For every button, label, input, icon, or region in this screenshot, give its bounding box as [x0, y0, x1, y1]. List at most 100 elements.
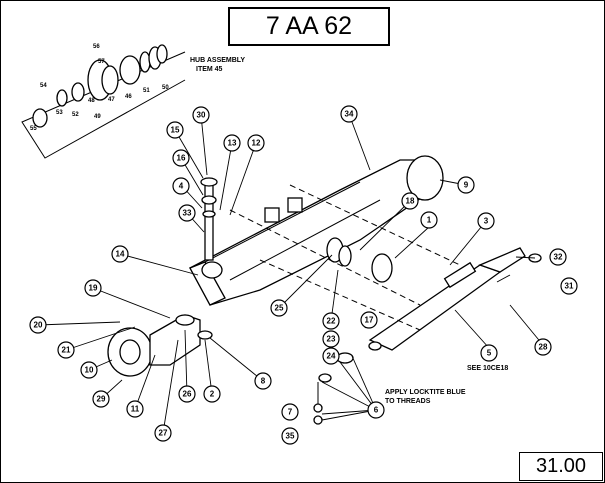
callout-21: 21 [57, 341, 75, 359]
callout-23: 23 [322, 330, 340, 348]
callout-12: 12 [247, 134, 265, 152]
callout-26: 26 [178, 385, 196, 403]
hub-callout-labels: 56 57 54 48 47 46 51 50 53 52 49 55 [30, 44, 169, 132]
svg-text:34: 34 [345, 110, 354, 119]
callout-31: 31 [560, 277, 578, 295]
callout-30: 30 [192, 106, 210, 124]
callout-5: 5 [480, 344, 498, 362]
kingpin-assembly [200, 177, 218, 261]
svg-text:35: 35 [286, 432, 295, 441]
hub-callout-50: 50 [162, 85, 169, 91]
svg-text:6: 6 [374, 406, 379, 415]
callout-2: 2 [203, 385, 221, 403]
svg-text:5: 5 [487, 349, 492, 358]
hub-callout-46: 46 [125, 94, 132, 100]
callout-25: 25 [270, 299, 288, 317]
callout-28: 28 [534, 338, 552, 356]
callout-22: 22 [322, 312, 340, 330]
callout-29: 29 [92, 390, 110, 408]
steering-cylinder [313, 247, 542, 425]
centre-lines [229, 184, 461, 331]
callout-27: 27 [154, 424, 172, 442]
hub-callout-51: 51 [143, 88, 150, 94]
hub-callout-54: 54 [40, 83, 47, 89]
callout-8: 8 [254, 372, 272, 390]
svg-text:32: 32 [554, 253, 563, 262]
callout-33: 33 [178, 204, 196, 222]
svg-text:30: 30 [197, 111, 206, 120]
svg-text:20: 20 [34, 321, 43, 330]
svg-text:16: 16 [177, 154, 186, 163]
svg-text:25: 25 [275, 304, 284, 313]
callout-10: 10 [80, 361, 98, 379]
svg-text:2: 2 [210, 390, 215, 399]
callout-6: 6 [367, 401, 385, 419]
svg-text:9: 9 [464, 181, 469, 190]
svg-text:4: 4 [179, 182, 184, 191]
callout-35: 35 [281, 427, 299, 445]
callout-20: 20 [29, 316, 47, 334]
callout-bubbles: 1 2 3 4 5 6 7 8 9 10 11 12 13 14 15 16 1… [29, 105, 578, 445]
callout-32: 32 [549, 248, 567, 266]
svg-text:17: 17 [365, 316, 374, 325]
callout-11: 11 [126, 400, 144, 418]
callout-15: 15 [166, 121, 184, 139]
svg-text:11: 11 [131, 405, 140, 414]
svg-text:18: 18 [406, 197, 415, 206]
callout-16: 16 [172, 149, 190, 167]
callout-17: 17 [360, 311, 378, 329]
callout-24: 24 [322, 347, 340, 365]
hub-callout-49: 49 [94, 114, 101, 120]
svg-text:29: 29 [97, 395, 106, 404]
svg-text:7: 7 [288, 408, 293, 417]
callout-13: 13 [223, 134, 241, 152]
hub-callout-48: 48 [88, 98, 95, 104]
callout-34: 34 [340, 105, 358, 123]
callout-7: 7 [281, 403, 299, 421]
svg-text:10: 10 [85, 366, 94, 375]
callout-14: 14 [111, 245, 129, 263]
svg-text:24: 24 [327, 352, 336, 361]
callout-1: 1 [420, 211, 438, 229]
steering-knuckle [107, 314, 213, 377]
svg-text:28: 28 [539, 343, 548, 352]
svg-text:33: 33 [183, 209, 192, 218]
svg-text:22: 22 [327, 317, 336, 326]
hub-callout-57: 57 [98, 59, 105, 65]
svg-text:13: 13 [228, 139, 237, 148]
callout-18: 18 [401, 192, 419, 210]
see-reference-note: SEE 10CE18 [467, 365, 508, 372]
svg-text:8: 8 [261, 377, 266, 386]
locktite-note-line1: APPLY LOCKTITE BLUE [385, 389, 466, 396]
page-number: 31.00 [519, 452, 603, 481]
callout-3: 3 [477, 212, 495, 230]
svg-text:19: 19 [89, 284, 98, 293]
hub-callout-53: 53 [56, 110, 63, 116]
hub-assembly-label-2: ITEM 45 [196, 66, 223, 73]
hub-callout-52: 52 [72, 112, 79, 118]
hub-assembly-label-1: HUB ASSEMBLY [190, 57, 245, 64]
svg-text:21: 21 [62, 346, 71, 355]
svg-text:27: 27 [159, 429, 168, 438]
svg-text:3: 3 [484, 217, 489, 226]
callout-19: 19 [84, 279, 102, 297]
hub-callout-56: 56 [93, 44, 100, 50]
hub-callout-47: 47 [108, 97, 115, 103]
leader-lines [37, 113, 544, 434]
bushings [326, 237, 393, 283]
callout-9: 9 [457, 176, 475, 194]
drawing-title: 7 AA 62 [228, 7, 390, 46]
svg-text:23: 23 [327, 335, 336, 344]
svg-text:14: 14 [116, 250, 125, 259]
locktite-note-line2: TO THREADS [385, 398, 431, 405]
callout-4: 4 [172, 177, 190, 195]
svg-text:26: 26 [183, 390, 192, 399]
hub-callout-55: 55 [30, 126, 37, 132]
svg-text:31: 31 [565, 282, 574, 291]
svg-text:1: 1 [427, 216, 432, 225]
hub-assembly-inset: HUB ASSEMBLY ITEM 45 [21, 44, 245, 159]
axle-beam [189, 155, 444, 306]
svg-text:12: 12 [252, 139, 261, 148]
